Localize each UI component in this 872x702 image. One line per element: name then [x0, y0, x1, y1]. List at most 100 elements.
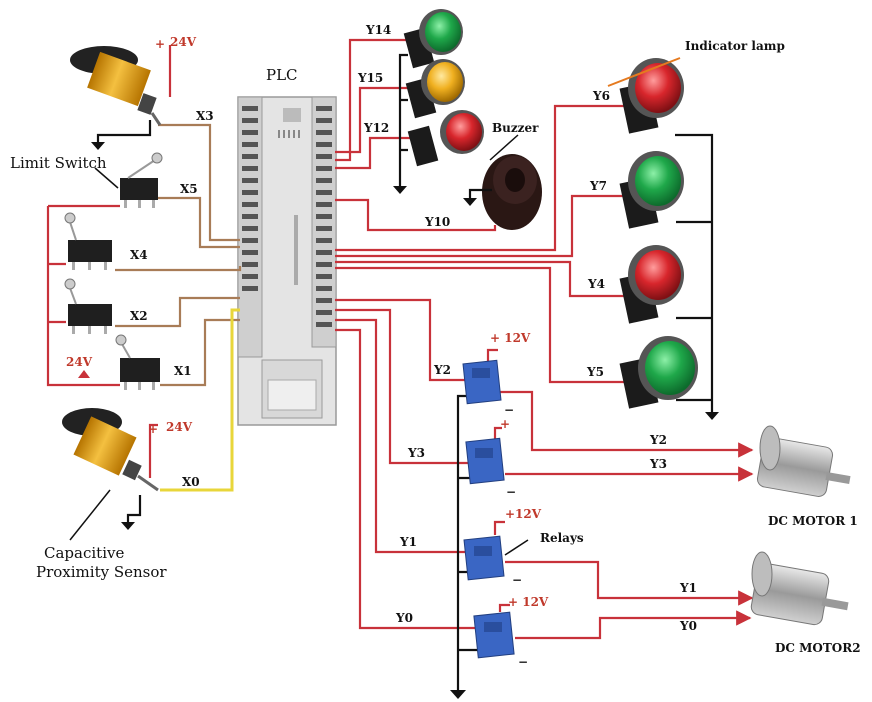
limit-switch-x4 [64, 212, 112, 270]
wire-motor2-y0 [515, 610, 752, 640]
motor1-label: DC MOTOR 1 [768, 514, 858, 528]
label-y5: Y5 [586, 365, 604, 379]
label-y1: Y1 [399, 535, 417, 549]
label-motor-y0: Y0 [679, 619, 697, 633]
power-24v-bottom: 24V [166, 420, 193, 434]
relays-label: Relays [540, 531, 584, 545]
wire-y0 [335, 328, 475, 630]
power-relay-y2: + 12V [490, 331, 531, 345]
wire-y15 [335, 86, 410, 154]
label-x0: X0 [182, 475, 200, 489]
power-24v-switch: 24V [66, 355, 93, 369]
limit-switch-label: Limit Switch [10, 154, 107, 172]
label-x1: X1 [174, 364, 192, 378]
capacitive-proximity-sensor [62, 408, 159, 492]
label-y2: Y2 [433, 363, 451, 377]
label-y7: Y7 [589, 179, 607, 193]
dc-motor-2 [750, 551, 849, 626]
indicator-lamp-label: Indicator lamp [685, 39, 785, 53]
label-x2: X2 [130, 309, 148, 323]
lamp-y14-green [403, 9, 463, 69]
wire-x0-ground [126, 495, 142, 522]
limit-switch-pointer [94, 167, 119, 189]
label-x3: X3 [196, 109, 214, 123]
power-relay-y3: + [500, 417, 510, 431]
wire-x4 [115, 266, 242, 272]
lamp-y5-green [619, 336, 698, 409]
wire-x1 [160, 318, 240, 387]
lamp-y12-red [407, 110, 484, 167]
svg-text:−: − [518, 655, 528, 669]
wire-x3-ground [96, 120, 152, 142]
limit-switch-x2 [64, 278, 112, 334]
wire-x0 [160, 308, 240, 492]
relay-y2 [462, 359, 502, 405]
relay-y3 [465, 437, 505, 485]
lamp-y15-yellow [405, 59, 465, 119]
buzzer [463, 154, 542, 230]
ground-icon [393, 186, 407, 194]
plc [237, 96, 337, 426]
wire-x2 [115, 296, 240, 328]
wire-y3 [335, 308, 468, 465]
sensor-pointer [69, 489, 111, 541]
wire-x5 [158, 196, 240, 249]
power-relay-y0: + 12V [508, 595, 549, 609]
svg-text:−: − [506, 485, 516, 499]
relay-y1 [463, 535, 505, 581]
limit-switch-x1 [115, 334, 160, 390]
wire-motor1-y2 [500, 390, 754, 458]
label-x5: X5 [180, 182, 198, 196]
power-24v-top: 24V [170, 35, 197, 49]
svg-text:−: − [512, 573, 522, 587]
label-y10: Y10 [424, 215, 450, 229]
buzzer-pointer [489, 134, 519, 161]
label-motor-y1: Y1 [679, 581, 697, 595]
capacitive-label-2: Proximity Sensor [36, 563, 167, 581]
label-y4: Y4 [587, 277, 605, 291]
relay-y0 [473, 611, 515, 659]
lamp-y4-red [619, 245, 684, 324]
label-y14: Y14 [365, 23, 391, 37]
label-y0: Y0 [395, 611, 413, 625]
wire-y1 [335, 318, 468, 554]
label-motor-y3: Y3 [649, 457, 667, 471]
label-y3: Y3 [407, 446, 425, 460]
proximity-sensor-top [70, 46, 162, 126]
wire-y10 [335, 198, 497, 232]
wire-y14 [335, 38, 410, 162]
lamp-y7-green [619, 151, 684, 229]
svg-text:+: + [148, 422, 158, 436]
motor2-label: DC MOTOR2 [775, 641, 861, 655]
svg-text:+: + [155, 37, 165, 51]
wire-x0-power [148, 423, 158, 478]
label-motor-y2: Y2 [649, 433, 667, 447]
wire-right-lamps-ground [675, 133, 714, 412]
wire-y5 [335, 266, 625, 384]
wire-motor2-y1 [505, 560, 754, 606]
svg-text:−: − [504, 403, 514, 417]
dc-motor-1 [756, 425, 851, 497]
wire-y4 [335, 260, 625, 298]
wire-y12 [335, 136, 410, 170]
capacitive-label-1: Capacitive [44, 544, 124, 562]
limit-switch-x5 [120, 152, 163, 208]
power-relay-y1: +12V [505, 507, 542, 521]
plc-title: PLC [266, 66, 298, 84]
wire-y6 [335, 104, 625, 252]
label-y12: Y12 [363, 121, 389, 135]
label-x4: X4 [130, 248, 148, 262]
wire-top-lamps-ground [398, 53, 408, 186]
indicator-lamp-pointer [607, 57, 681, 87]
label-y15: Y15 [357, 71, 383, 85]
buzzer-label: Buzzer [492, 121, 539, 135]
wire-limit-bus [46, 206, 120, 387]
wire-y7 [335, 194, 625, 258]
relays-pointer [504, 539, 529, 556]
wire-relay-ground [456, 394, 480, 690]
label-y6: Y6 [592, 89, 610, 103]
wire-x3 [158, 123, 240, 242]
power-arrow [78, 370, 90, 378]
wire-y2 [335, 298, 465, 382]
